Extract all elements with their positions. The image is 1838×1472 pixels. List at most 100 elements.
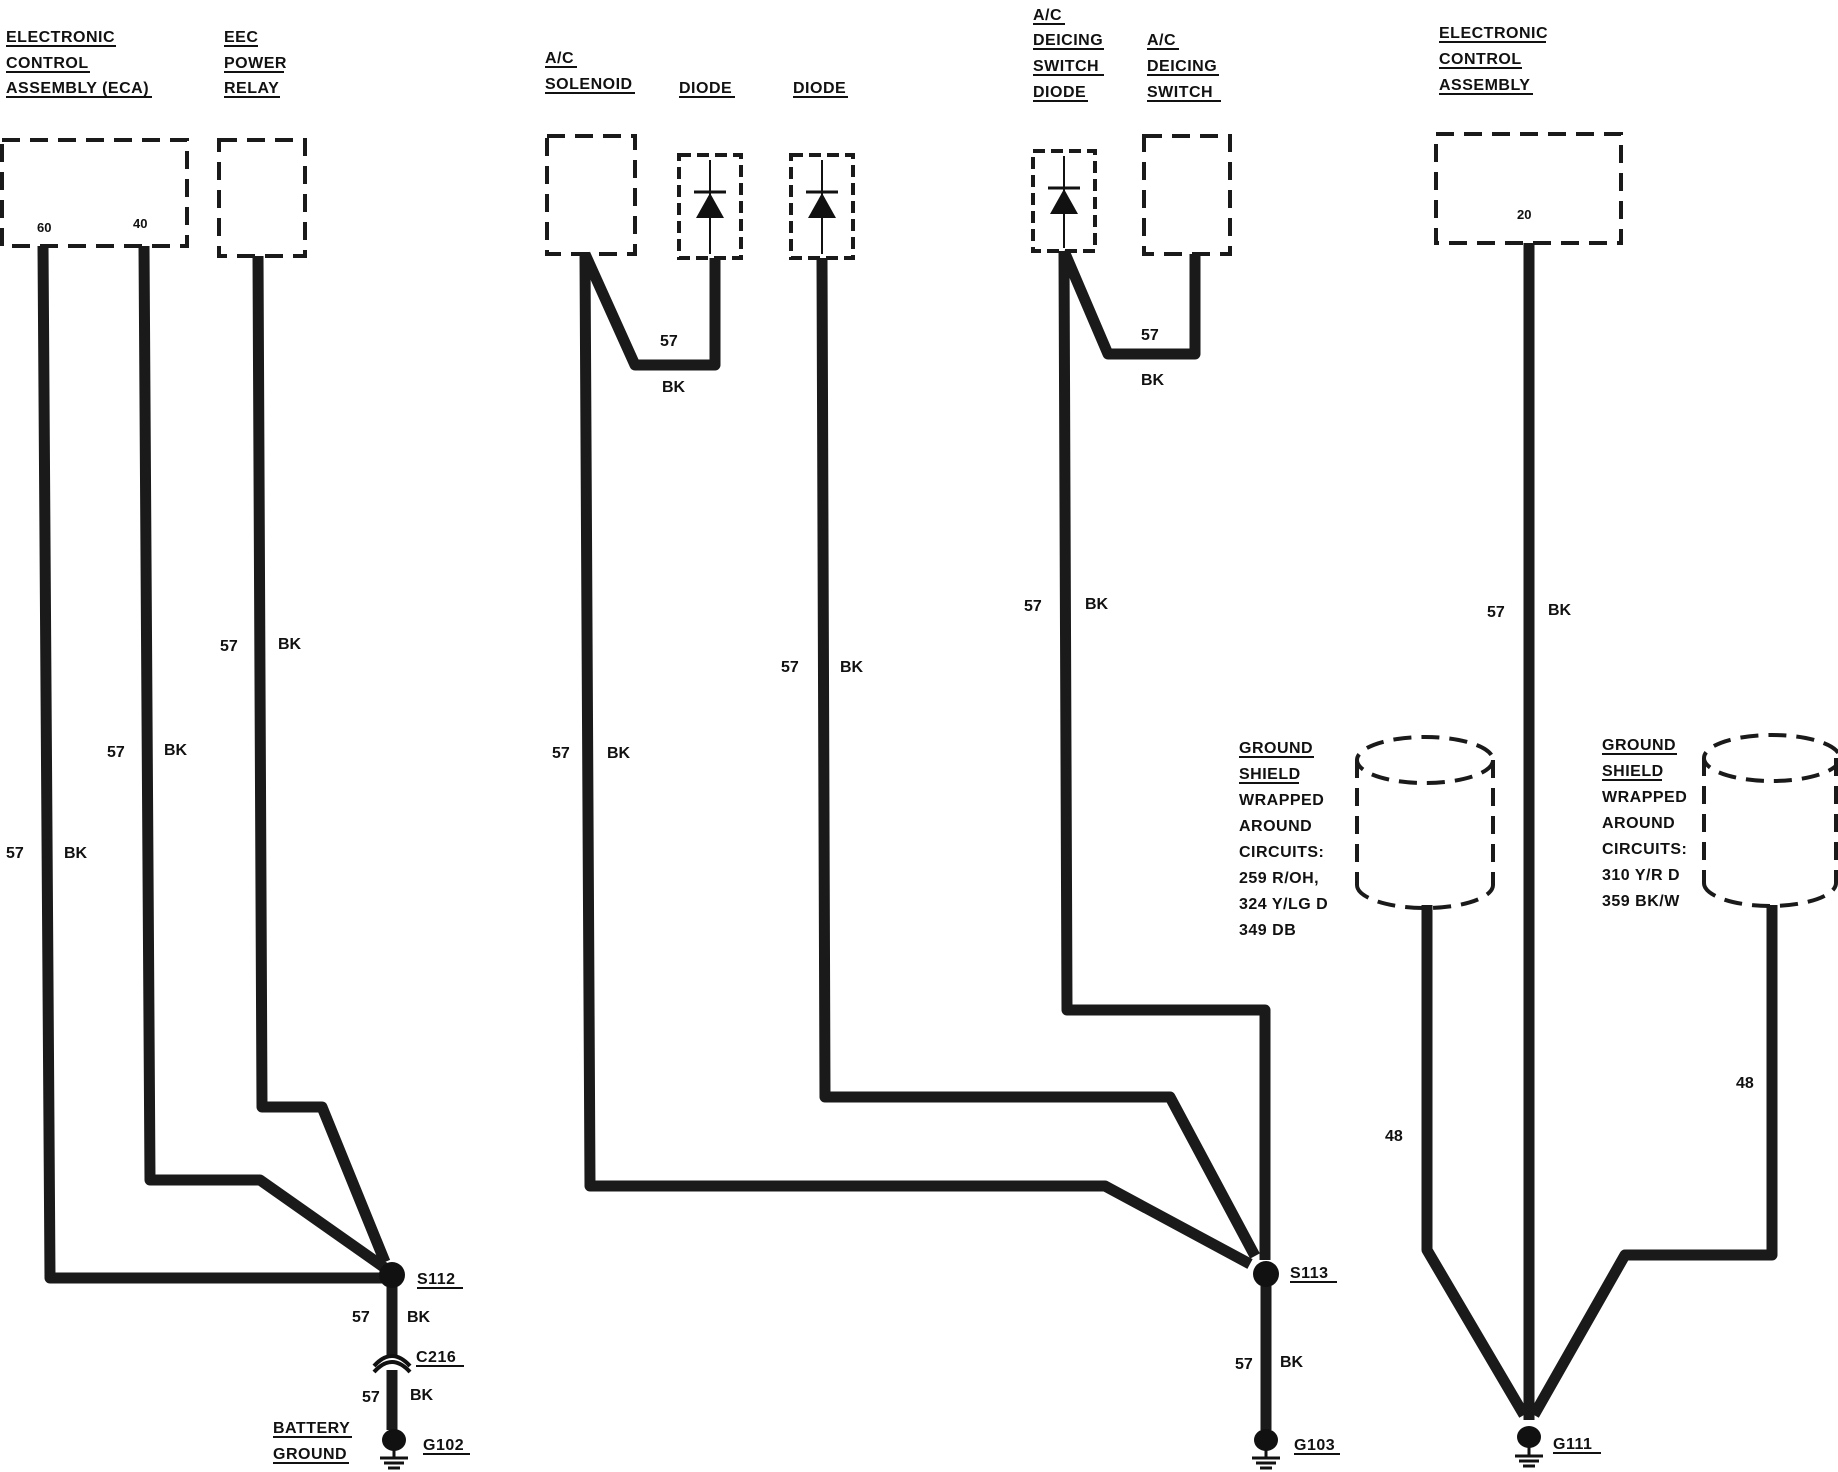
svg-text:57: 57 (352, 1309, 370, 1326)
svg-text:349 DB: 349 DB (1239, 922, 1296, 939)
wire-eca-pin60 (37, 245, 388, 1284)
ground-g111-label: G111 (1553, 1436, 1592, 1453)
splice-s113-label: S113 (1290, 1265, 1328, 1282)
ground-shield-1-label: GROUND SHIELD WRAPPED AROUND CIRCUITS: 2… (1239, 740, 1328, 939)
svg-text:324 Y/LG D: 324 Y/LG D (1239, 896, 1328, 913)
ground-shield-2 (1702, 733, 1838, 908)
ac-deicing-switch-diode-component: A/C DEICING SWITCH DIODE (1031, 7, 1104, 253)
svg-text:DEICING: DEICING (1033, 32, 1103, 49)
eca-right-component: ELECTRONIC CONTROL ASSEMBLY 20 (1434, 25, 1623, 245)
svg-text:DIODE: DIODE (679, 80, 732, 97)
svg-text:DIODE: DIODE (1033, 84, 1086, 101)
eca-left-component: ELECTRONIC CONTROL ASSEMBLY (ECA) 60 40 (0, 29, 189, 248)
svg-text:57: 57 (1141, 327, 1159, 344)
svg-text:BK: BK (64, 845, 88, 862)
svg-text:57: 57 (1024, 598, 1042, 615)
svg-text:57: 57 (552, 745, 570, 762)
splice-s112-label: S112 (417, 1271, 455, 1288)
svg-text:BK: BK (407, 1309, 431, 1326)
pin-20: 20 (1517, 207, 1531, 222)
svg-text:48: 48 (1385, 1128, 1403, 1145)
svg-text:BATTERY: BATTERY (273, 1420, 350, 1437)
svg-text:57: 57 (107, 744, 125, 761)
svg-text:BK: BK (607, 745, 631, 762)
svg-text:310 Y/R D: 310 Y/R D (1602, 867, 1680, 884)
svg-text:CONTROL: CONTROL (6, 55, 89, 72)
svg-text:BK: BK (1280, 1354, 1304, 1371)
ground-g103-label: G103 (1294, 1437, 1335, 1454)
svg-text:57: 57 (1487, 604, 1505, 621)
svg-text:57: 57 (362, 1389, 380, 1406)
svg-text:57: 57 (220, 638, 238, 655)
svg-text:CONTROL: CONTROL (1439, 51, 1522, 68)
wire-ac-solenoid-to-diode1 (579, 251, 721, 371)
svg-text:A/C: A/C (1147, 32, 1176, 49)
wire-eec-relay (252, 255, 391, 1265)
svg-text:RELAY: RELAY (224, 80, 279, 97)
splice-s113 (1253, 1261, 1279, 1287)
svg-text:57: 57 (1235, 1356, 1253, 1373)
svg-text:SWITCH: SWITCH (1147, 84, 1213, 101)
svg-text:359 BK/W: 359 BK/W (1602, 893, 1680, 910)
ac-deicing-switch-component: A/C DEICING SWITCH (1142, 32, 1232, 256)
wire-ac-solenoid-to-s113 (579, 253, 1253, 1269)
svg-text:EEC: EEC (224, 29, 258, 46)
eec-power-relay-box (217, 138, 307, 258)
svg-text:BK: BK (662, 379, 686, 396)
svg-text:BK: BK (1141, 372, 1165, 389)
wire-eca-pin40 (138, 245, 389, 1273)
diode-1-component: DIODE (677, 80, 743, 260)
ac-solenoid-box (545, 134, 637, 256)
diode-2-component: DIODE (789, 80, 855, 260)
ground-g103 (1252, 1429, 1280, 1470)
svg-text:48: 48 (1736, 1075, 1754, 1092)
connector-c216 (372, 1354, 412, 1374)
svg-text:BK: BK (278, 636, 302, 653)
eca-left-box (0, 138, 189, 248)
eca-right-box (1434, 132, 1623, 245)
ground-shield-2-label: GROUND SHIELD WRAPPED AROUND CIRCUITS: 3… (1602, 737, 1687, 910)
svg-text:GROUND: GROUND (1602, 737, 1676, 754)
wire-diode2-to-s113 (816, 257, 1260, 1259)
svg-text:57: 57 (660, 333, 678, 350)
ac-deicing-switch-box (1142, 134, 1232, 256)
ground-shield-1 (1355, 735, 1495, 910)
svg-text:AROUND: AROUND (1239, 818, 1312, 835)
eec-power-relay-component: EEC POWER RELAY (217, 29, 307, 258)
wire-shield1-to-g111 (1421, 905, 1529, 1418)
svg-text:57: 57 (6, 845, 24, 862)
svg-text:GROUND: GROUND (273, 1446, 347, 1463)
battery-ground-label: BATTERY GROUND (273, 1420, 352, 1464)
svg-text:SHIELD: SHIELD (1239, 766, 1301, 783)
svg-text:ASSEMBLY: ASSEMBLY (1439, 77, 1530, 94)
wire-deicing-diode-to-switch (1058, 248, 1201, 360)
wire-deicing-diode-to-s113 (1058, 250, 1271, 1260)
svg-text:ASSEMBLY (ECA): ASSEMBLY (ECA) (6, 80, 149, 97)
svg-text:GROUND: GROUND (1239, 740, 1313, 757)
svg-text:A/C: A/C (1033, 7, 1062, 24)
svg-text:BK: BK (164, 742, 188, 759)
ground-g111 (1515, 1426, 1543, 1468)
svg-text:AROUND: AROUND (1602, 815, 1675, 832)
ground-g102 (380, 1429, 408, 1470)
pin-60: 60 (37, 220, 51, 235)
svg-text:BK: BK (840, 659, 864, 676)
svg-text:259 R/OH,: 259 R/OH, (1239, 870, 1319, 887)
svg-text:CIRCUITS:: CIRCUITS: (1239, 844, 1324, 861)
svg-text:POWER: POWER (224, 55, 287, 72)
ground-g102-label: G102 (423, 1437, 464, 1454)
svg-text:CIRCUITS:: CIRCUITS: (1602, 841, 1687, 858)
ac-solenoid-component: A/C SOLENOID (545, 50, 637, 256)
svg-text:WRAPPED: WRAPPED (1602, 789, 1687, 806)
splice-s112 (379, 1262, 405, 1288)
svg-text:SOLENOID: SOLENOID (545, 76, 633, 93)
svg-text:SWITCH: SWITCH (1033, 58, 1099, 75)
svg-text:BK: BK (410, 1387, 434, 1404)
svg-text:BK: BK (1085, 596, 1109, 613)
svg-text:ELECTRONIC: ELECTRONIC (6, 29, 115, 46)
svg-text:WRAPPED: WRAPPED (1239, 792, 1324, 809)
svg-text:ELECTRONIC: ELECTRONIC (1439, 25, 1548, 42)
svg-text:A/C: A/C (545, 50, 574, 67)
svg-text:SHIELD: SHIELD (1602, 763, 1664, 780)
